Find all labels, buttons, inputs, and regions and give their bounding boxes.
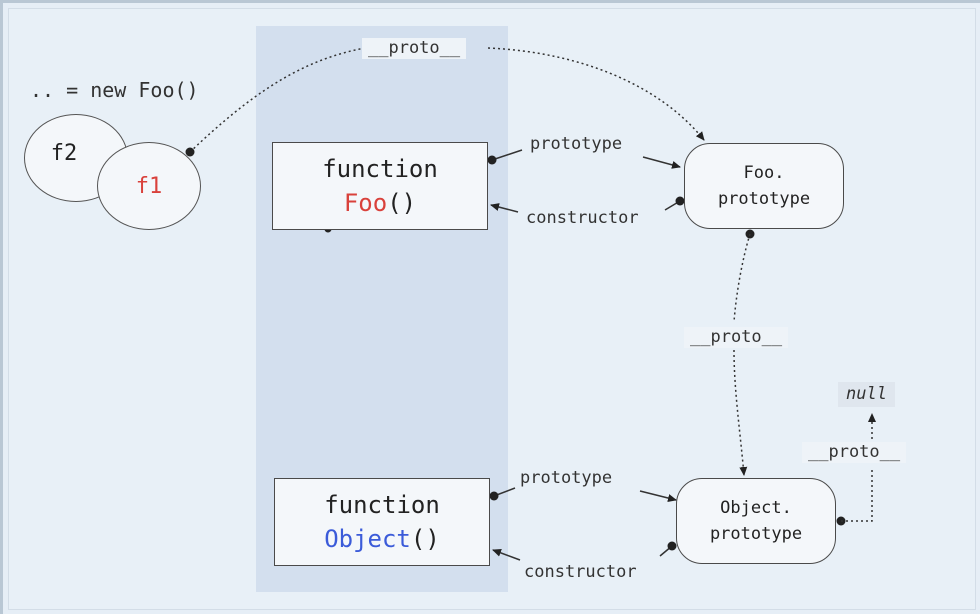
instance-f1: f1 [97, 142, 201, 230]
edge-label-proto-top: __proto__ [362, 38, 467, 59]
object-prototype-line1: Object. [720, 498, 792, 518]
edge-foo-prototype-a [491, 149, 523, 161]
edge-fooproto-proto-b [733, 349, 748, 476]
edge-label-constructor-foo: constructor [526, 208, 639, 228]
instance-f1-label: f1 [135, 173, 163, 199]
edge-objproto-proto [841, 468, 873, 522]
function-object-keyword: function [324, 491, 440, 519]
edge-label-prototype-foo: prototype [530, 134, 623, 154]
object-prototype-line2: prototype [709, 524, 803, 544]
object-prototype-box: Object. prototype [676, 478, 836, 564]
edge-object-prototype-b [639, 490, 677, 502]
edge-label-prototype-object: prototype [520, 468, 613, 488]
edge-fooproto-proto-a [733, 233, 751, 323]
foo-prototype-line1: Foo. [743, 163, 785, 183]
null-label: null [838, 382, 895, 407]
foo-prototype-box: Foo. prototype [684, 143, 844, 229]
instance-f2-label: f2 [50, 140, 78, 166]
edge-f1-proto-tail [487, 47, 705, 141]
edge-label-proto-mid: __proto__ [684, 327, 789, 348]
function-object-parens: () [410, 525, 440, 553]
function-object-box: function Object() [274, 478, 490, 566]
edge-object-constructor-b [492, 549, 521, 561]
edge-label-constructor-object: constructor [524, 562, 637, 582]
function-foo-parens: () [387, 189, 417, 217]
function-foo-name: Foo [343, 189, 388, 217]
edge-f1-dot [185, 147, 195, 157]
function-foo-keyword: function [322, 155, 438, 183]
edge-label-proto-right: __proto__ [802, 442, 907, 463]
function-object-name: Object [324, 525, 411, 553]
edge-foo-constructor-b [490, 203, 519, 213]
edge-foo-prototype-b [642, 156, 681, 169]
edge-f1-proto [189, 47, 366, 153]
foo-prototype-line2: prototype [717, 189, 811, 209]
new-foo-expression: .. = new Foo() [30, 78, 199, 102]
function-foo-box: function Foo() [272, 142, 488, 230]
